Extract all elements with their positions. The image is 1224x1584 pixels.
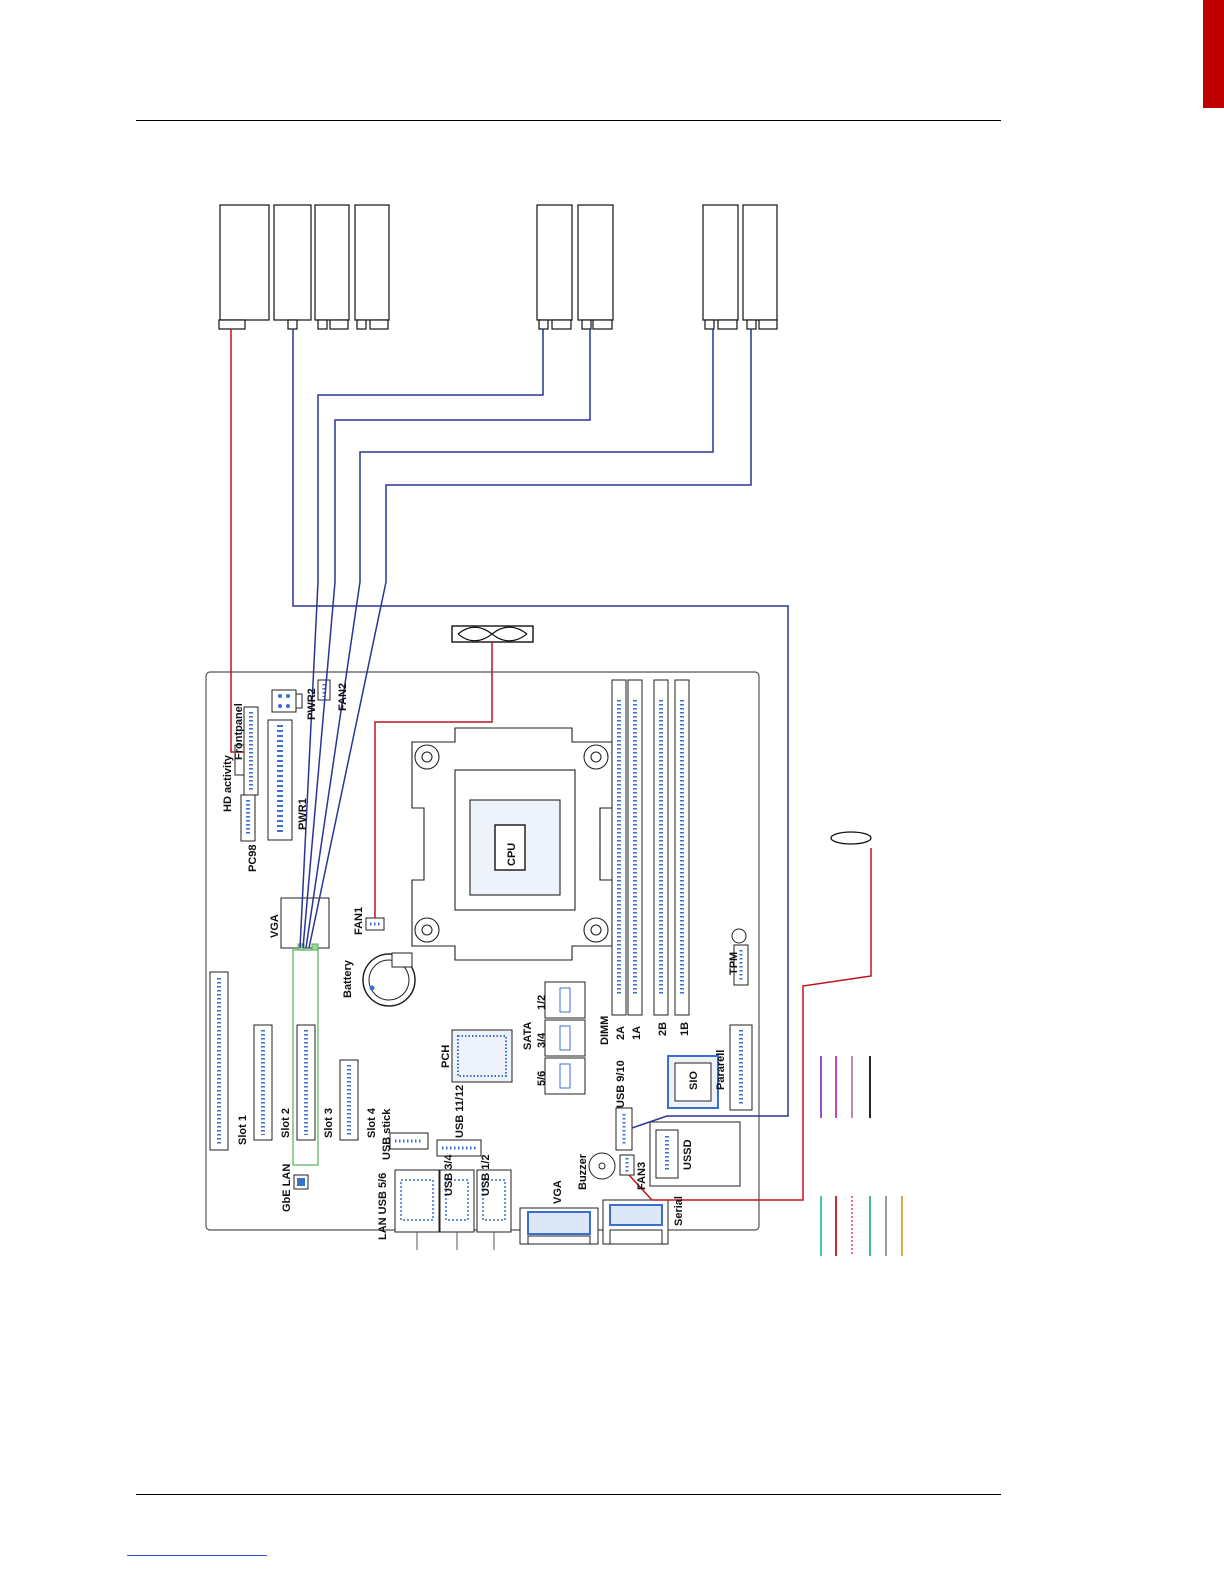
label-cpu: CPU [506, 843, 518, 866]
label-sio: SIO [688, 1071, 700, 1090]
label-gbe-lan: GbE LAN [281, 1164, 293, 1212]
label-usb-1112: USB 11/12 [454, 1085, 466, 1138]
label-ussd: USSD [682, 1139, 694, 1170]
cable-legend [821, 1056, 902, 1256]
sata-3-4 [545, 1020, 585, 1056]
battery [363, 953, 415, 1006]
label-dimm: DIMM [599, 1016, 611, 1045]
usb-11-12-header [437, 1140, 481, 1156]
drive-bay-3 [315, 205, 349, 329]
label-dimm-1a: 1A [631, 1026, 643, 1040]
system-fan-icon [452, 626, 533, 642]
label-dimm-2b: 2B [657, 1022, 669, 1036]
label-parallel: Pararell [715, 1050, 727, 1090]
pch-chip [452, 1030, 512, 1082]
label-sata-12: 1/2 [536, 995, 548, 1010]
slot-1 [210, 972, 228, 1150]
label-slot4: Slot 4 [366, 1107, 378, 1138]
label-sata-34: 3/4 [536, 1032, 548, 1048]
dimm-2b [654, 680, 668, 1015]
sata-5-6 [545, 1058, 585, 1094]
label-usb-stick: USB stick [381, 1108, 393, 1160]
label-dimm-1b: 1B [679, 1022, 691, 1036]
pwr1-connector [268, 720, 292, 840]
label-fan2: FAN2 [337, 683, 349, 711]
label-battery: Battery [342, 959, 354, 998]
label-hd-activity: HD activity [222, 754, 234, 812]
label-slot3: Slot 3 [323, 1108, 335, 1138]
label-buzzer: Buzzer [577, 1153, 589, 1190]
label-vga-port: VGA [552, 1180, 564, 1204]
label-usb-34: USB 3/4 [443, 1154, 455, 1196]
drive-bays [219, 205, 777, 329]
sata-ports [545, 982, 585, 1094]
dimm-1a [628, 680, 642, 1015]
label-usb-910: USB 9/10 [615, 1060, 627, 1108]
drive-bay-6 [578, 205, 613, 329]
dimm-2a [612, 680, 626, 1015]
pc98-header [241, 795, 255, 841]
drive-bay-1 [219, 205, 269, 329]
label-serial: Serial [673, 1196, 685, 1226]
label-tpm: TPM [728, 952, 740, 975]
gbe-lan-chip [294, 1175, 308, 1189]
drive-bay-7 [703, 205, 738, 329]
label-fan3: FAN3 [636, 1162, 648, 1190]
sata-1-2 [545, 982, 585, 1018]
thermal-sensor [831, 832, 871, 844]
dimm-1b [675, 680, 689, 1015]
drive-bay-8 [743, 205, 777, 329]
ussd-connector [650, 1122, 740, 1186]
label-lan-usb56: LAN USB 5/6 [377, 1173, 389, 1240]
drive-bay-5 [537, 205, 572, 329]
fan3-header [620, 1155, 634, 1175]
frontpanel-header [244, 707, 258, 795]
label-sata-56: 5/6 [536, 1071, 548, 1086]
label-pc98: PC98 [247, 844, 259, 872]
vga-port [520, 1208, 598, 1244]
parallel-header [730, 1025, 752, 1110]
buzzer [589, 1153, 615, 1179]
slot-2 [254, 1025, 272, 1140]
fan2-header [318, 680, 330, 700]
label-frontpanel: Frontpanel [233, 703, 245, 760]
label-dimm-2a: 2A [615, 1026, 627, 1040]
label-pwr2: PWR2 [306, 688, 318, 720]
lan-usb-5-6-port [395, 1170, 439, 1250]
label-vga-internal: VGA [269, 914, 281, 938]
drive-bay-2 [274, 205, 311, 329]
usb-9-10-header [616, 1108, 632, 1150]
label-pch: PCH [440, 1045, 452, 1068]
label-fan1: FAN1 [353, 907, 365, 935]
fan1-header [366, 918, 384, 930]
label-usb-12: USB 1/2 [480, 1154, 492, 1196]
label-slot1: Slot 1 [237, 1115, 249, 1145]
slot-4 [340, 1060, 358, 1140]
label-pwr1: PWR1 [297, 798, 309, 830]
label-sata: SATA [522, 1022, 534, 1050]
drive-bay-4 [355, 205, 389, 329]
slot-3 [297, 1025, 315, 1140]
usb-stick-header [390, 1133, 428, 1149]
serial-port [603, 1200, 668, 1244]
label-slot2: Slot 2 [280, 1108, 292, 1138]
